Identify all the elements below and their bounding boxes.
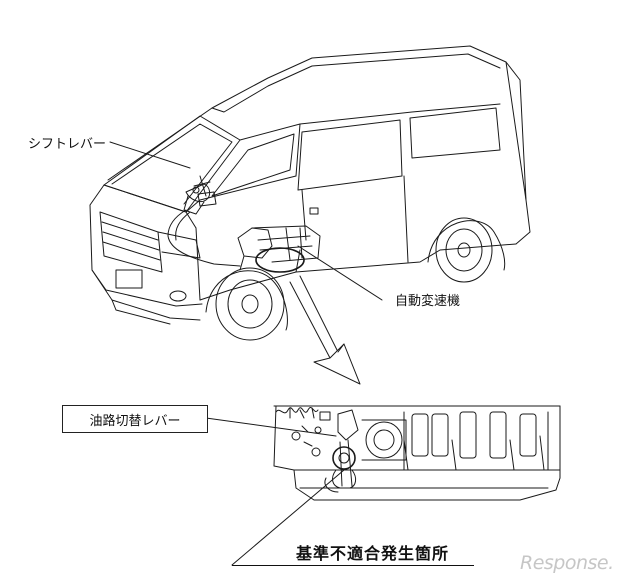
site-leader bbox=[231, 469, 345, 566]
oil-lever-leader bbox=[205, 417, 337, 437]
van-illustration bbox=[89, 45, 531, 341]
shift-lever-leader bbox=[109, 141, 191, 169]
transmission-assembly bbox=[237, 225, 321, 273]
transmission-leader bbox=[297, 245, 383, 301]
shift-lever-label: シフトレバー bbox=[28, 137, 107, 152]
oil-path-lever-label: 油路切替レバー bbox=[62, 405, 208, 433]
zoom-arrow bbox=[289, 275, 361, 385]
shift-lever-assembly bbox=[167, 175, 241, 267]
response-watermark: Response. bbox=[520, 552, 614, 574]
detail-inset bbox=[273, 405, 561, 501]
automatic-transmission-label: 自動変速機 bbox=[395, 294, 461, 309]
site-underline bbox=[232, 565, 474, 566]
nonconformity-site-label: 基準不適合発生箇所 bbox=[296, 544, 450, 563]
